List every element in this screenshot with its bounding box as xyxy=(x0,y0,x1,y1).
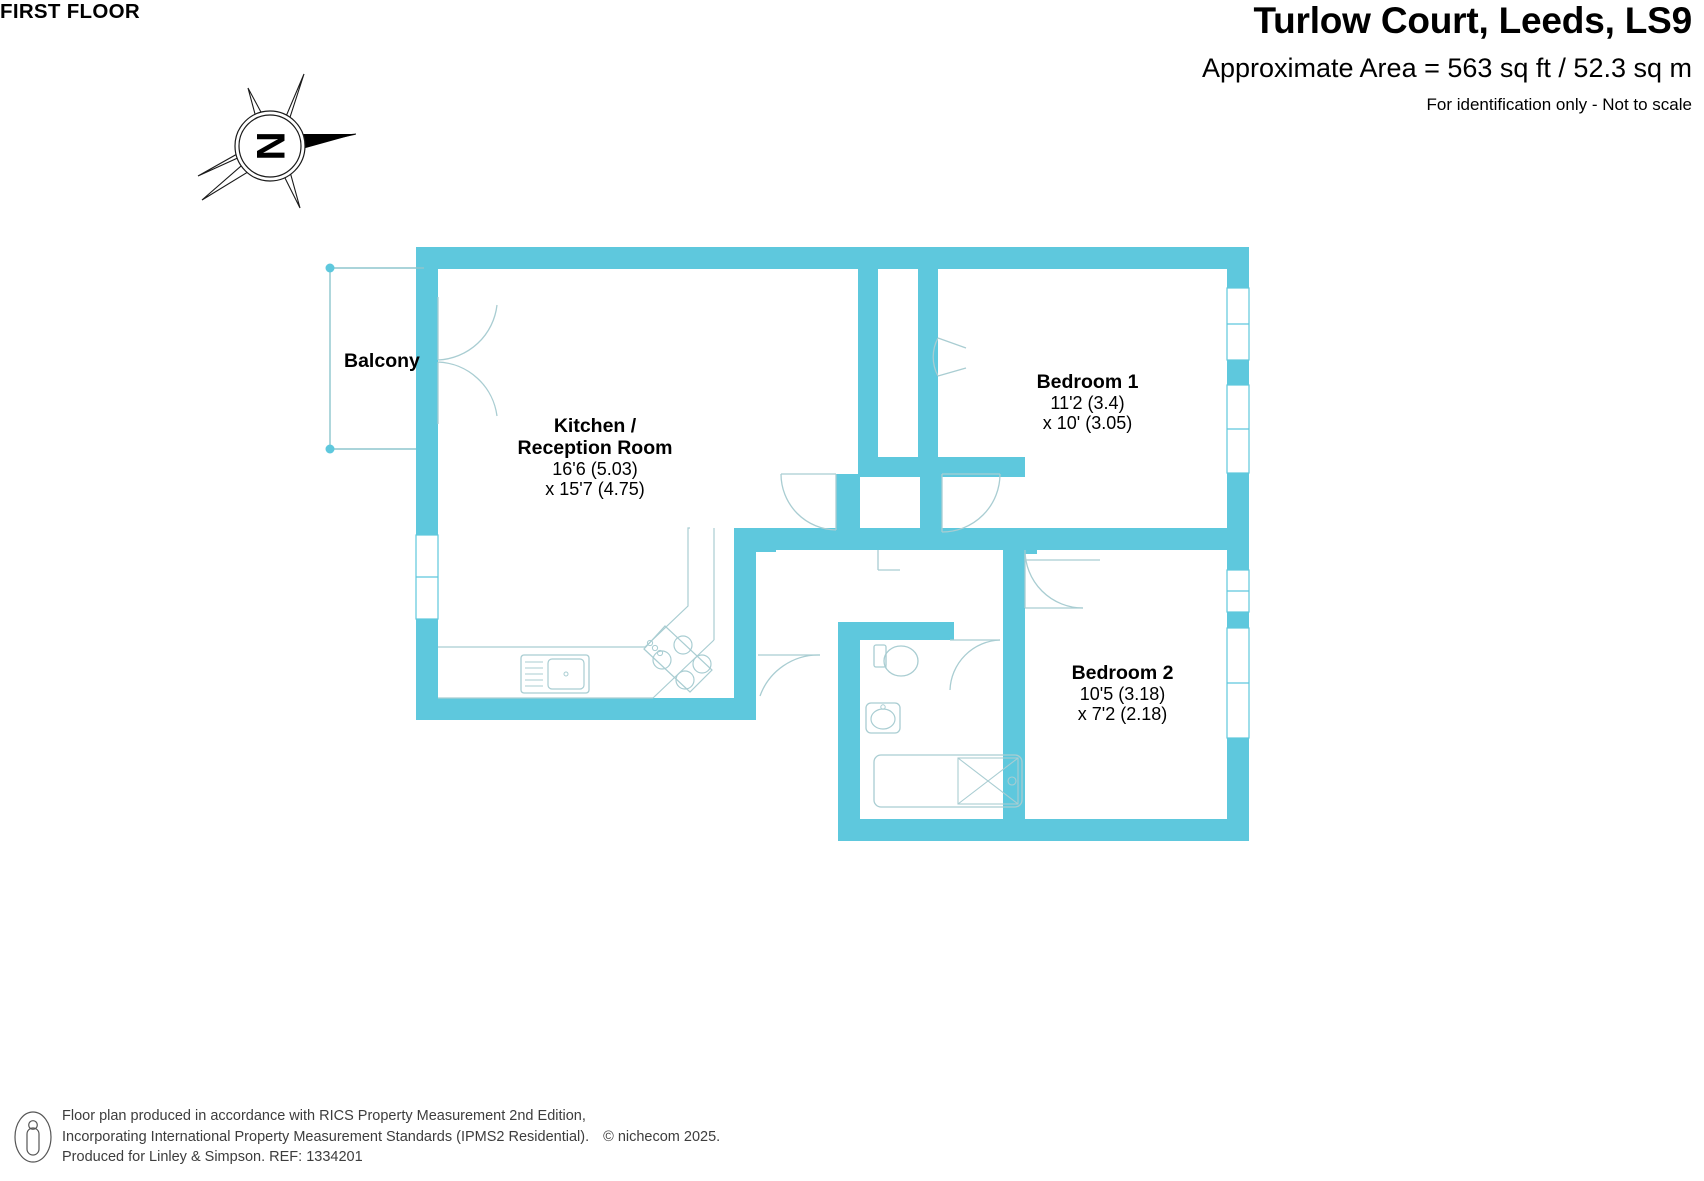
bedroom1-name: Bedroom 1 xyxy=(1036,371,1139,393)
footer-copyright: © nichecom 2025. xyxy=(603,1128,721,1145)
person-measurement-icon xyxy=(14,1111,52,1163)
toilet-icon xyxy=(873,644,919,677)
bathroom-fixtures xyxy=(865,644,1023,808)
footer-line-2: Incorporating International Property Mea… xyxy=(62,1128,590,1145)
compass-north-letter: N xyxy=(248,132,292,161)
room-label-balcony: Balcony xyxy=(344,350,420,372)
exterior-walls xyxy=(416,247,1249,841)
washbasin-icon xyxy=(865,702,901,734)
kitchen-dim-line2: x 15'7 (4.75) xyxy=(545,479,645,500)
footer-line-2-wrap: Incorporating International Property Mea… xyxy=(62,1127,720,1148)
approximate-area-text: Approximate Area = 563 sq ft / 52.3 sq m xyxy=(1201,53,1692,83)
footer-text-block: Floor plan produced in accordance with R… xyxy=(62,1106,720,1168)
header: Turlow Court, Leeds, LS9 Approximate Are… xyxy=(792,0,1692,113)
compass-rose-icon: N xyxy=(196,68,357,223)
sink-icon xyxy=(520,654,590,694)
kitchen-dim-line1: 16'6 (5.03) xyxy=(552,459,638,480)
bedroom2-dim-line2: x 7'2 (2.18) xyxy=(1077,704,1168,725)
bedroom1-dim-line2: x 10' (3.05) xyxy=(1042,413,1133,434)
bedroom1-dim-line1: 11'2 (3.4) xyxy=(1050,393,1125,414)
room-label-bedroom-1: Bedroom 1 11'2 (3.4) x 10' (3.05) xyxy=(1000,371,1175,434)
kitchen-fixtures xyxy=(438,527,715,699)
bath-icon xyxy=(873,754,1023,808)
identification-note: For identification only - Not to scale xyxy=(1426,95,1692,114)
bedroom2-name: Bedroom 2 xyxy=(1071,662,1174,684)
floor-level-label: FIRST FLOOR xyxy=(0,0,140,23)
page-title: Turlow Court, Leeds, LS9 xyxy=(1253,0,1692,41)
wall-details xyxy=(756,528,1100,561)
balcony-door xyxy=(437,297,498,424)
footer: Floor plan produced in accordance with R… xyxy=(14,1106,720,1168)
kitchen-name-line2: Reception Room xyxy=(517,437,673,460)
footer-line-3: Produced for Linley & Simpson. REF: 1334… xyxy=(62,1149,363,1166)
bedroom2-dim-line1: 10'5 (3.18) xyxy=(1079,684,1166,705)
kitchen-name-line1: Kitchen / xyxy=(553,415,637,437)
footer-line-1: Floor plan produced in accordance with R… xyxy=(62,1108,586,1125)
room-label-kitchen-reception: Kitchen / Reception Room 16'6 (5.03) x 1… xyxy=(500,415,690,500)
hob-icon xyxy=(643,625,713,693)
balcony-name: Balcony xyxy=(344,350,420,372)
room-label-bedroom-2: Bedroom 2 10'5 (3.18) x 7'2 (2.18) xyxy=(1035,662,1210,725)
